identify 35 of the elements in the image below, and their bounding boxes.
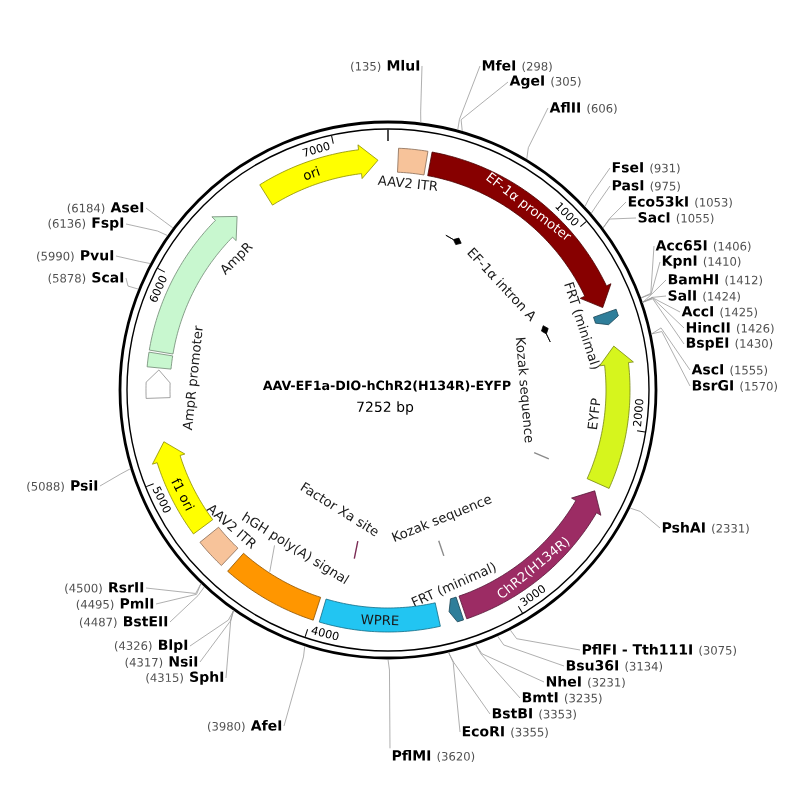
leader-line: [387, 659, 391, 749]
leader-line: [155, 583, 202, 605]
leader-line: [509, 629, 581, 651]
leader-line: [475, 644, 521, 699]
leader-line: [651, 331, 691, 387]
leader-line: [283, 645, 306, 727]
leader-line: [269, 545, 275, 573]
leader-line: [590, 185, 611, 214]
leader-line: [115, 255, 151, 264]
leader-line: [497, 635, 565, 667]
leader-line: [145, 583, 202, 594]
leader-line: [602, 201, 627, 229]
leader-line: [448, 652, 461, 733]
leader-line: [457, 65, 481, 131]
leader-line: [189, 610, 234, 647]
leader-line: [640, 261, 661, 299]
leader-line: [640, 245, 655, 299]
leader-line: [225, 610, 234, 679]
leader-line: [125, 223, 168, 236]
leader-line: [526, 107, 549, 160]
leader-line: [420, 65, 423, 123]
leader-line: [642, 297, 685, 329]
leader-line: [651, 327, 691, 371]
leader-line: [145, 207, 174, 229]
leader-line: [642, 279, 667, 303]
leader-line: [602, 217, 637, 229]
leader-line: [199, 610, 234, 663]
leader-line: [99, 468, 131, 487]
leader-line: [475, 644, 545, 683]
leader-line: [125, 277, 139, 290]
leader-line: [584, 167, 611, 207]
leader-line: [169, 586, 205, 623]
leader-line: [460, 81, 509, 132]
leader-line: [629, 507, 661, 529]
leader-line: [642, 298, 685, 345]
